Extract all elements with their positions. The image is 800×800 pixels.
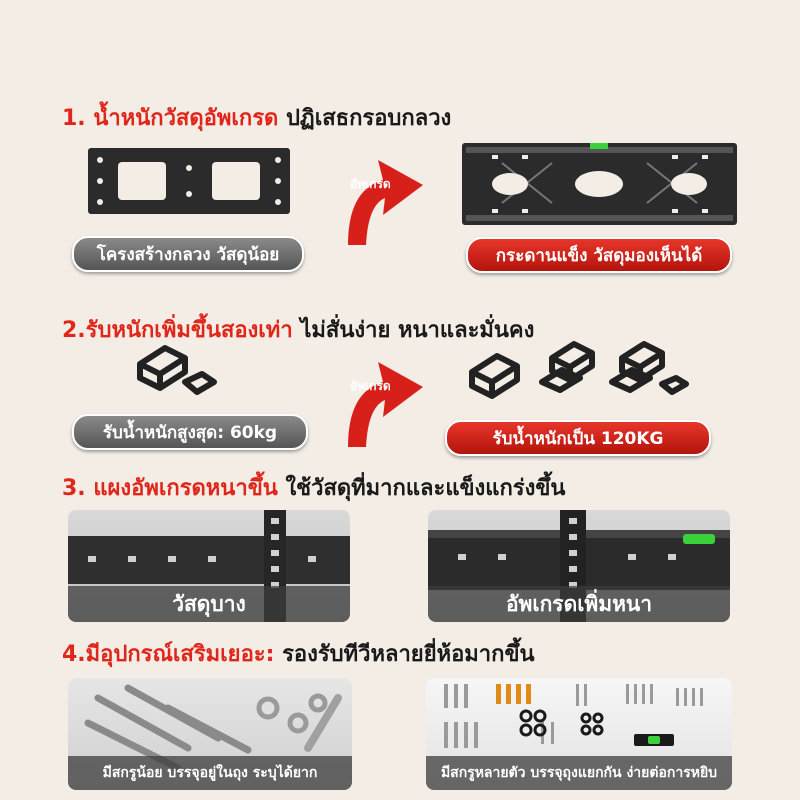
section2-heading-accent: 2.รับหนักเพิ่มขึ้นสองเท่า (62, 318, 293, 343)
hollow-structure-label: โครงสร้างกลวง วัสดุน้อย (72, 236, 304, 272)
upgrade-arrow-label-2: อัพเกรด (350, 379, 391, 393)
solid-bracket-image (462, 143, 737, 225)
section3-heading-accent: 3. แผงอัพเกรดหนาขึ้น (62, 476, 278, 501)
many-screws-caption: มีสกรูหลายตัว บรรจุถุงแยกกัน ง่ายต่อการห… (426, 756, 732, 790)
few-screws-photo: มีสกรูน้อย บรรจุอยู่ในถุง ระบุได้ยาก (68, 678, 352, 790)
double-load-label: รับน้ำหนักเป็น 120KG (445, 420, 711, 456)
many-screws-photo: มีสกรูหลายตัว บรรจุถุงแยกกัน ง่ายต่อการห… (426, 678, 732, 790)
section4-heading: 4.มีอุปกรณ์เสริมเยอะ: รองรับทีวีหลายยี่ห… (62, 636, 535, 671)
thick-material-photo: อัพเกรดเพิ่มหนา (428, 510, 730, 622)
section4-heading-rest: รองรับทีวีหลายยี่ห้อมากขึ้น (274, 642, 535, 667)
upgrade-arrow-icon: อัพเกรด (348, 160, 423, 245)
double-weight-icon (469, 341, 689, 399)
upgrade-arrow-icon-2: อัพเกรด (348, 362, 423, 447)
section2-heading: 2.รับหนักเพิ่มขึ้นสองเท่า ไม่สั่นง่าย หน… (62, 312, 534, 347)
section1-heading-rest: ปฏิเสธกรอบกลวง (278, 106, 452, 131)
few-screws-caption: มีสกรูน้อย บรรจุอยู่ในถุง ระบุได้ยาก (68, 756, 352, 790)
upgrade-arrow-label: อัพเกรด (350, 177, 391, 191)
many-screws-image (444, 684, 703, 748)
section1-heading: 1. น้ำหนักวัสดุอัพเกรด ปฏิเสธกรอบกลวง (62, 100, 451, 135)
section3-heading: 3. แผงอัพเกรดหนาขึ้น ใช้วัสดุที่มากและแข… (62, 470, 565, 505)
section2-heading-rest: ไม่สั่นง่าย หนาและมั่นคง (292, 318, 535, 343)
section4-heading-accent: 4.มีอุปกรณ์เสริมเยอะ: (62, 642, 275, 667)
thin-material-caption: วัสดุบาง (68, 586, 350, 622)
hollow-bracket-image (88, 148, 290, 214)
single-weight-icon (137, 345, 217, 395)
thin-material-photo: วัสดุบาง (68, 510, 350, 622)
thick-material-caption: อัพเกรดเพิ่มหนา (428, 586, 730, 622)
max-load-label: รับน้ำหนักสูงสุด: 60kg (72, 414, 308, 450)
solid-board-label: กระดานแข็ง วัสดุมองเห็นได้ (466, 237, 732, 273)
section3-heading-rest: ใช้วัสดุที่มากและแข็งแกร่งขึ้น (277, 476, 566, 501)
section1-heading-accent: 1. น้ำหนักวัสดุอัพเกรด (62, 106, 279, 131)
